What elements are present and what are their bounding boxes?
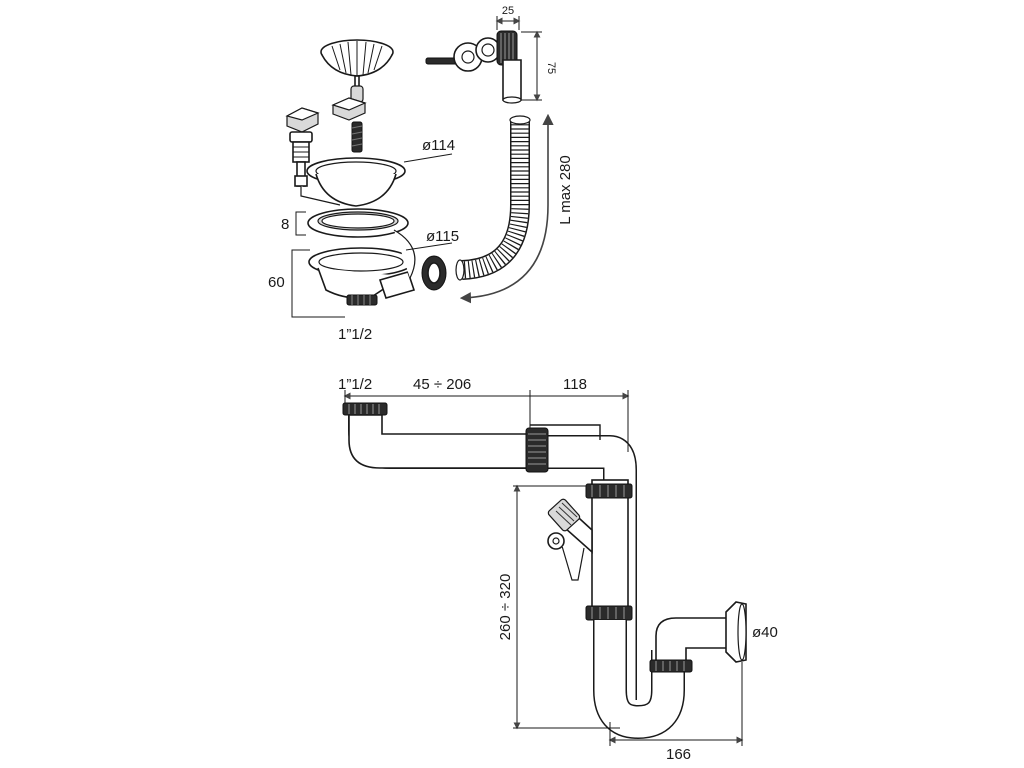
outlet-distance-label: 166 [666, 746, 691, 763]
overflow-height-label: 75 [545, 62, 557, 74]
body-height-label: 60 [268, 274, 285, 291]
gasket-thickness-label: 8 [281, 216, 289, 233]
operating-knob [285, 107, 341, 206]
outlet-rosette [725, 601, 747, 663]
nut-width-label: 25 [502, 5, 514, 17]
outlet-body [308, 229, 416, 306]
strainer-body [306, 157, 406, 207]
assembly-dimension-lines [291, 16, 554, 318]
hose-nut [421, 255, 447, 291]
u-trap [593, 617, 729, 740]
strainer-diameter-label: ø114 [422, 137, 455, 154]
strainer-basket [320, 39, 394, 103]
flange-diameter-label: ø115 [426, 228, 459, 245]
vertical-pipe [585, 479, 633, 621]
exploded-assembly: 25 75 L max 280 ø114 ø115 8 60 1”1/2 [268, 5, 574, 343]
siphon-dimension-lines [343, 390, 744, 746]
offset-label: 118 [563, 376, 587, 393]
flexible-hose [455, 115, 531, 281]
outlet-diameter-label: ø40 [752, 624, 778, 641]
hose-length-label: L max 280 [557, 155, 574, 225]
center-screw [351, 121, 363, 153]
overflow-fitting [425, 30, 522, 104]
siphon-assembly: 1”1/2 45 ÷ 206 118 260 ÷ 320 ø40 166 [338, 376, 778, 763]
inlet-elbow [348, 414, 531, 469]
horizontal-range-label: 45 ÷ 206 [413, 376, 471, 393]
inlet-thread-label: 1”1/2 [338, 376, 372, 393]
sealing-ring [307, 208, 409, 238]
vertical-range-label: 260 ÷ 320 [497, 574, 514, 641]
appliance-spigot [547, 498, 593, 581]
plug-cap [331, 97, 367, 121]
slide-nut [525, 427, 549, 473]
inlet-nut [342, 402, 388, 416]
thread-size-label: 1”1/2 [338, 326, 372, 343]
